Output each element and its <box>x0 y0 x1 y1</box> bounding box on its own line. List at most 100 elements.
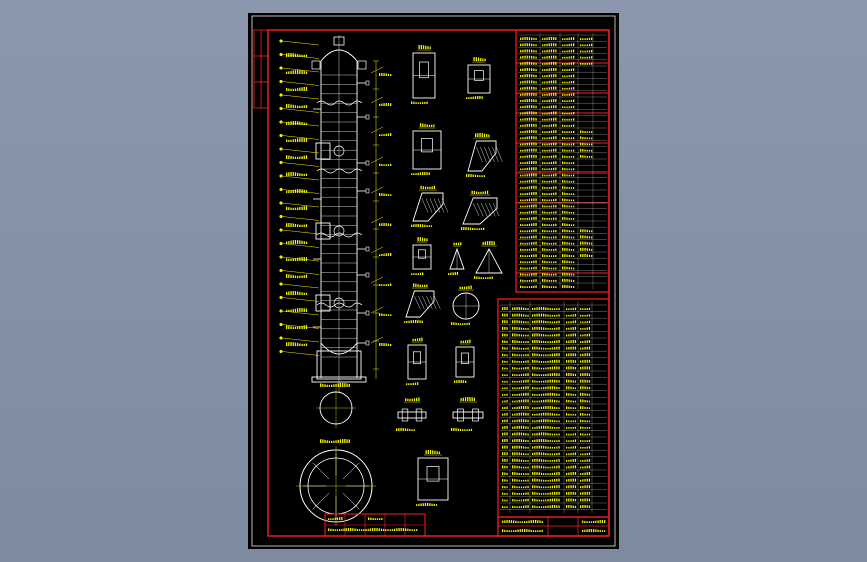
glyph <box>342 439 344 443</box>
glyph <box>417 284 419 287</box>
glyph <box>551 460 554 462</box>
downcomer-detail-outline <box>462 197 498 225</box>
glyph <box>546 143 548 146</box>
glyph <box>580 505 582 508</box>
glyph <box>564 211 566 214</box>
base-detail[interactable] <box>416 450 449 506</box>
glyph <box>562 50 564 53</box>
glyph <box>525 373 527 376</box>
glyph <box>455 322 457 325</box>
glyph <box>551 440 554 442</box>
glyph <box>553 136 555 140</box>
column-elevation[interactable] <box>279 35 392 393</box>
sieve-tray-plan[interactable] <box>451 285 480 326</box>
glyph <box>381 164 383 166</box>
part-qty <box>566 359 577 363</box>
weir-detail[interactable] <box>466 133 503 177</box>
glyph <box>572 380 574 383</box>
glyph <box>523 486 525 489</box>
glyph <box>422 186 424 189</box>
glyph <box>580 498 582 502</box>
glyph <box>533 68 535 71</box>
glyph <box>543 425 545 429</box>
glyph <box>566 63 568 65</box>
glyph <box>555 230 557 233</box>
glyph <box>544 162 546 164</box>
glyph <box>544 50 546 53</box>
glyph <box>566 399 568 403</box>
cell-text <box>562 99 575 102</box>
glyph <box>522 286 524 288</box>
nozzle-detail[interactable] <box>466 57 491 99</box>
glyph <box>550 43 553 47</box>
glyph <box>523 327 525 330</box>
glyph <box>551 379 554 383</box>
cell-text <box>542 254 557 257</box>
manhole-detail[interactable] <box>411 45 436 104</box>
glyph <box>586 235 588 239</box>
glyph <box>533 223 535 226</box>
part-name <box>532 392 560 396</box>
glyph <box>527 406 529 409</box>
glyph <box>536 394 538 396</box>
cell-text <box>542 61 557 65</box>
opening-detail[interactable] <box>454 339 475 384</box>
support-ring-detail[interactable] <box>411 123 442 175</box>
glyph <box>580 321 582 324</box>
glyph <box>489 276 491 279</box>
glyph <box>566 211 568 214</box>
glyph <box>536 439 538 442</box>
part-material <box>580 446 591 449</box>
glyph <box>546 118 548 121</box>
tray-section[interactable] <box>404 283 441 323</box>
glyph <box>566 75 568 78</box>
glyph <box>516 354 518 357</box>
glyph <box>522 180 524 183</box>
part-code <box>512 478 529 482</box>
glyph <box>554 334 556 337</box>
glyph <box>584 427 586 429</box>
glyph <box>588 366 591 370</box>
glyph <box>542 131 544 133</box>
glyph <box>558 407 560 409</box>
part-qty <box>566 498 577 502</box>
lug-detail[interactable] <box>411 185 449 227</box>
glyph <box>562 56 564 59</box>
seal-detail[interactable] <box>448 242 465 275</box>
glyph <box>462 323 464 325</box>
glyph <box>550 149 553 152</box>
glyph <box>556 465 558 469</box>
glyph <box>535 266 537 270</box>
clip-detail[interactable] <box>411 237 432 275</box>
glyph <box>570 242 573 245</box>
skirt-detail[interactable] <box>406 337 427 386</box>
glyph <box>564 241 566 245</box>
bolt-detail[interactable] <box>451 397 484 431</box>
skirt-opening-plan[interactable] <box>316 383 356 428</box>
detail-views[interactable] <box>296 45 503 526</box>
glyph <box>573 43 575 47</box>
rev-text <box>328 528 418 531</box>
glyph <box>367 528 369 531</box>
part-qty <box>566 346 577 350</box>
glyph <box>305 122 308 125</box>
title-block-frame <box>497 516 610 537</box>
base-ring-plan[interactable] <box>296 439 376 526</box>
glyph <box>554 314 556 317</box>
glyph <box>502 313 504 317</box>
glyph <box>328 440 331 443</box>
glyph <box>588 420 591 423</box>
glyph <box>548 286 550 288</box>
anchor-detail[interactable] <box>396 397 427 431</box>
downcomer-detail[interactable] <box>461 190 500 230</box>
glyph <box>566 413 568 416</box>
glyph <box>568 242 570 245</box>
tie-detail[interactable] <box>474 241 503 279</box>
glyph <box>584 386 586 390</box>
glyph <box>522 87 524 90</box>
part-no <box>502 346 508 350</box>
glyph <box>431 186 433 189</box>
glyph <box>473 397 475 401</box>
glyph <box>546 56 548 59</box>
